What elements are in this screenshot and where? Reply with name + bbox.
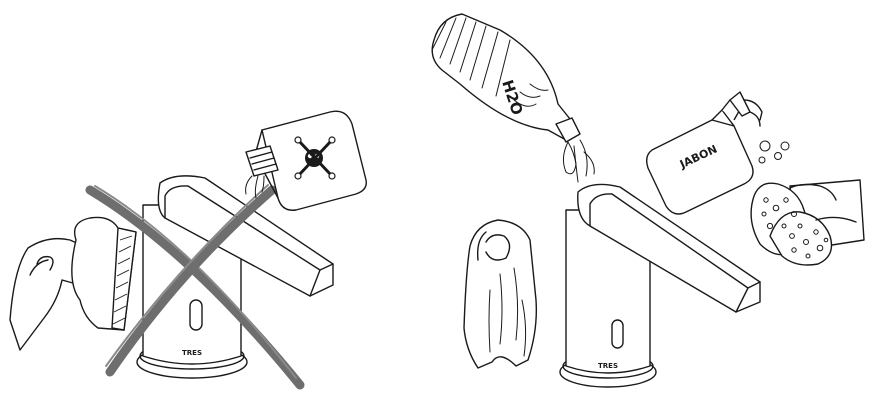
cloth-icon [464,220,536,368]
soft-sponge-icon [751,180,864,265]
water-bottle-icon: H2O [432,14,594,182]
faucet-brand-label: TRES [182,349,202,357]
faucet-brand-label: TRES [598,362,618,370]
wrong-cleaning-panel: TRES [10,111,366,385]
faucet-icon: TRES [560,184,760,387]
scouring-sponge-icon [72,217,136,330]
correct-cleaning-panel: TRES H2O [432,14,864,387]
